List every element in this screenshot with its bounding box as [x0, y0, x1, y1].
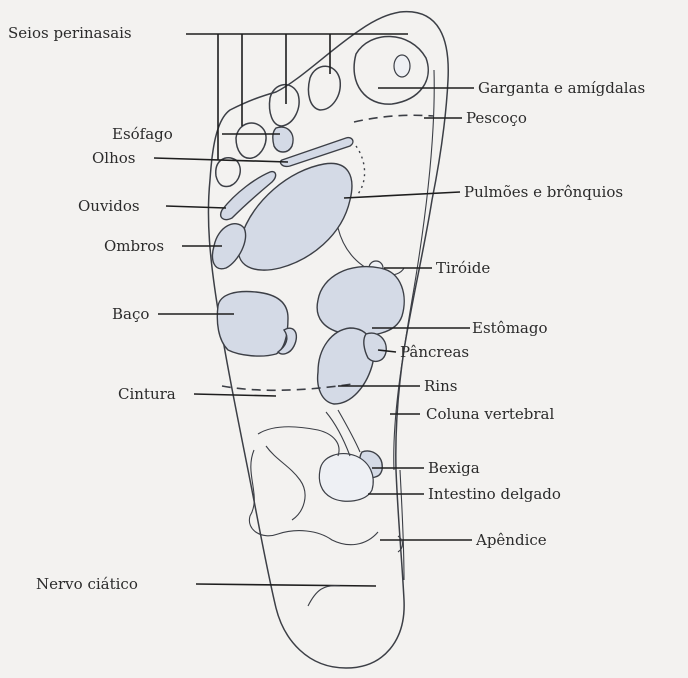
esophagus-zone — [273, 127, 293, 152]
label-intestino: Intestino delgado — [428, 485, 561, 503]
pancreas-zone — [364, 333, 386, 361]
sciatic-nerve-branch — [308, 586, 340, 606]
leader-lines — [154, 34, 474, 586]
label-nervo-ciatico: Nervo ciático — [36, 575, 138, 593]
label-esofago: Esófago — [112, 125, 173, 143]
organ-zones — [213, 55, 411, 545]
label-garganta: Garganta e amígdalas — [478, 79, 645, 97]
label-ombros: Ombros — [104, 237, 164, 255]
label-bexiga: Bexiga — [428, 459, 480, 477]
label-estomago: Estômago — [472, 319, 548, 337]
stomach-zone — [317, 267, 404, 336]
label-pulmoes: Pulmões e brônquios — [464, 183, 623, 201]
sinus-zone — [394, 55, 410, 77]
label-apendice: Apêndice — [475, 531, 547, 549]
spleen-zone — [217, 292, 288, 357]
label-cintura: Cintura — [118, 385, 176, 403]
label-baco: Baço — [112, 305, 149, 323]
label-coluna: Coluna vertebral — [426, 405, 554, 423]
label-seios-perinasais: Seios perinasais — [8, 24, 132, 42]
label-tiroide: Tiróide — [436, 259, 490, 277]
label-pancreas: Pâncreas — [400, 343, 469, 361]
label-rins: Rins — [424, 377, 457, 395]
label-pescoco: Pescoço — [466, 109, 527, 127]
label-olhos: Olhos — [92, 149, 135, 167]
label-ouvidos: Ouvidos — [78, 197, 140, 215]
